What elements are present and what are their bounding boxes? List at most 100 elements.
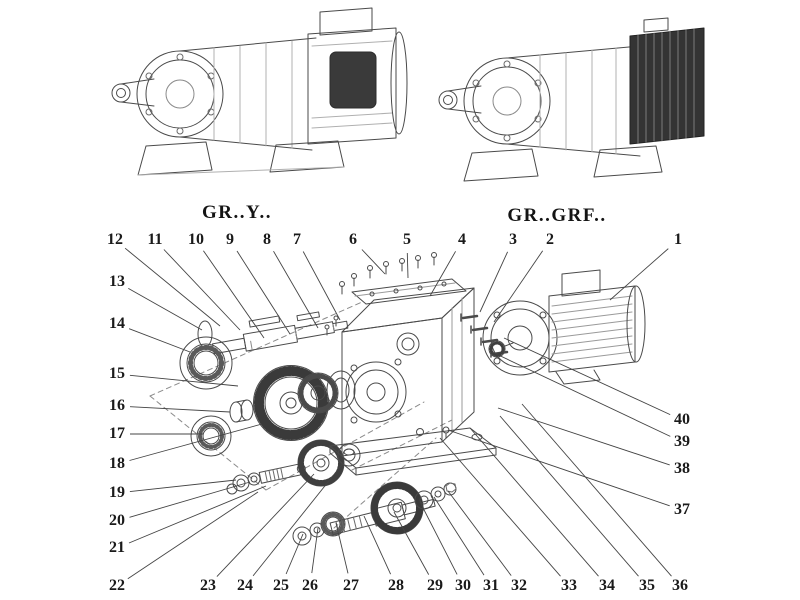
leader-line-21 <box>128 485 267 544</box>
output-shaft-end <box>438 90 458 110</box>
gear-cover <box>463 57 551 145</box>
motor-flange <box>482 300 558 376</box>
part-callout-31: 31 <box>483 577 499 594</box>
leader-line-16 <box>129 406 231 413</box>
part-callout-10: 10 <box>188 231 204 248</box>
exploded-view <box>149 252 646 546</box>
part-callout-21: 21 <box>109 539 125 556</box>
gearmotor-assembled-left <box>111 7 408 176</box>
leader-line-34 <box>469 427 599 577</box>
leader-lines <box>124 247 672 580</box>
leader-line-1 <box>609 248 669 301</box>
leader-line-24 <box>252 461 345 577</box>
fan-cover <box>626 285 646 363</box>
drain-plug <box>416 428 424 436</box>
second-stage-gear <box>297 439 345 487</box>
part-callout-23: 23 <box>200 577 216 594</box>
part-callout-9: 9 <box>226 231 234 248</box>
leader-line-13 <box>128 288 203 331</box>
motor-stator <box>329 51 377 109</box>
leader-line-12 <box>124 247 221 327</box>
leader-line-33 <box>439 437 561 577</box>
input-shaft-assembly <box>212 311 349 355</box>
part-callout-24: 24 <box>237 577 253 594</box>
part-callout-13: 13 <box>109 273 125 290</box>
part-callout-7: 7 <box>293 231 301 248</box>
leader-line-20 <box>129 481 251 518</box>
motor-pinion <box>488 340 514 358</box>
part-callout-22: 22 <box>109 577 125 594</box>
oil-seal <box>229 399 254 423</box>
leader-line-6 <box>361 249 386 275</box>
shaft-key <box>296 311 320 322</box>
part-callout-2: 2 <box>546 231 554 248</box>
motor-foot <box>555 369 601 385</box>
output-rings <box>414 482 457 510</box>
part-callout-6: 6 <box>349 231 357 248</box>
gear-cover <box>136 50 224 138</box>
leader-line-38 <box>497 407 670 466</box>
stud-bolts <box>460 313 509 358</box>
leader-line-25 <box>285 533 304 575</box>
part-callout-27: 27 <box>343 577 359 594</box>
fan-cover <box>390 31 408 135</box>
leader-line-4 <box>429 251 456 297</box>
leader-line-18 <box>129 423 263 461</box>
part-callout-34: 34 <box>599 577 615 594</box>
part-callout-20: 20 <box>109 512 125 529</box>
leader-line-27 <box>335 522 349 574</box>
part-callout-8: 8 <box>263 231 271 248</box>
housing-screws <box>324 315 339 336</box>
shaft-key <box>248 315 281 328</box>
leader-line-32 <box>447 490 512 576</box>
leader-line-39 <box>491 351 671 437</box>
leader-line-3 <box>479 251 509 313</box>
leader-line-15 <box>129 374 239 387</box>
cover-plate <box>351 278 467 305</box>
leader-line-31 <box>433 496 485 576</box>
part-callout-16: 16 <box>109 397 125 414</box>
part-callout-29: 29 <box>427 577 443 594</box>
variant-label-right: GR..GRF.. <box>507 205 607 226</box>
variant-label-left: GR..Y.. <box>202 202 272 223</box>
leader-line-35 <box>499 415 639 577</box>
upper-bore <box>396 332 420 356</box>
part-callout-19: 19 <box>109 484 125 501</box>
part-callout-3: 3 <box>509 231 517 248</box>
cover-bracket <box>643 17 669 33</box>
leader-line-23 <box>216 473 315 577</box>
motor-body <box>307 27 397 145</box>
bearing-lower <box>190 415 232 457</box>
part-callout-17: 17 <box>109 425 125 442</box>
leader-line-40 <box>503 337 671 416</box>
leader-line-30 <box>419 501 458 575</box>
part-callout-40: 40 <box>674 411 690 428</box>
part-callout-39: 39 <box>674 433 690 450</box>
mounting-feet <box>463 145 663 182</box>
leader-line-26 <box>311 527 319 574</box>
leader-line-7 <box>302 251 341 321</box>
base-flange <box>329 427 497 469</box>
part-callout-14: 14 <box>109 315 125 332</box>
part-callout-15: 15 <box>109 365 125 382</box>
part-callout-38: 38 <box>674 460 690 477</box>
leader-line-29 <box>393 511 430 575</box>
bearing-cover <box>326 370 356 410</box>
mounting-feet <box>137 140 345 176</box>
leader-line-19 <box>129 479 237 493</box>
leader-line-37 <box>447 429 670 507</box>
ribbed-cover <box>629 27 705 145</box>
part-callout-4: 4 <box>458 231 466 248</box>
large-gear <box>253 365 329 441</box>
housing-front <box>341 317 443 457</box>
leader-line-11 <box>163 249 241 331</box>
gearbox-housing <box>324 252 497 476</box>
part-callout-26: 26 <box>302 577 318 594</box>
part-callout-1: 1 <box>674 231 682 248</box>
motor <box>482 269 646 385</box>
leader-line-5 <box>406 252 409 279</box>
part-callout-33: 33 <box>561 577 577 594</box>
housing-top <box>341 287 475 333</box>
